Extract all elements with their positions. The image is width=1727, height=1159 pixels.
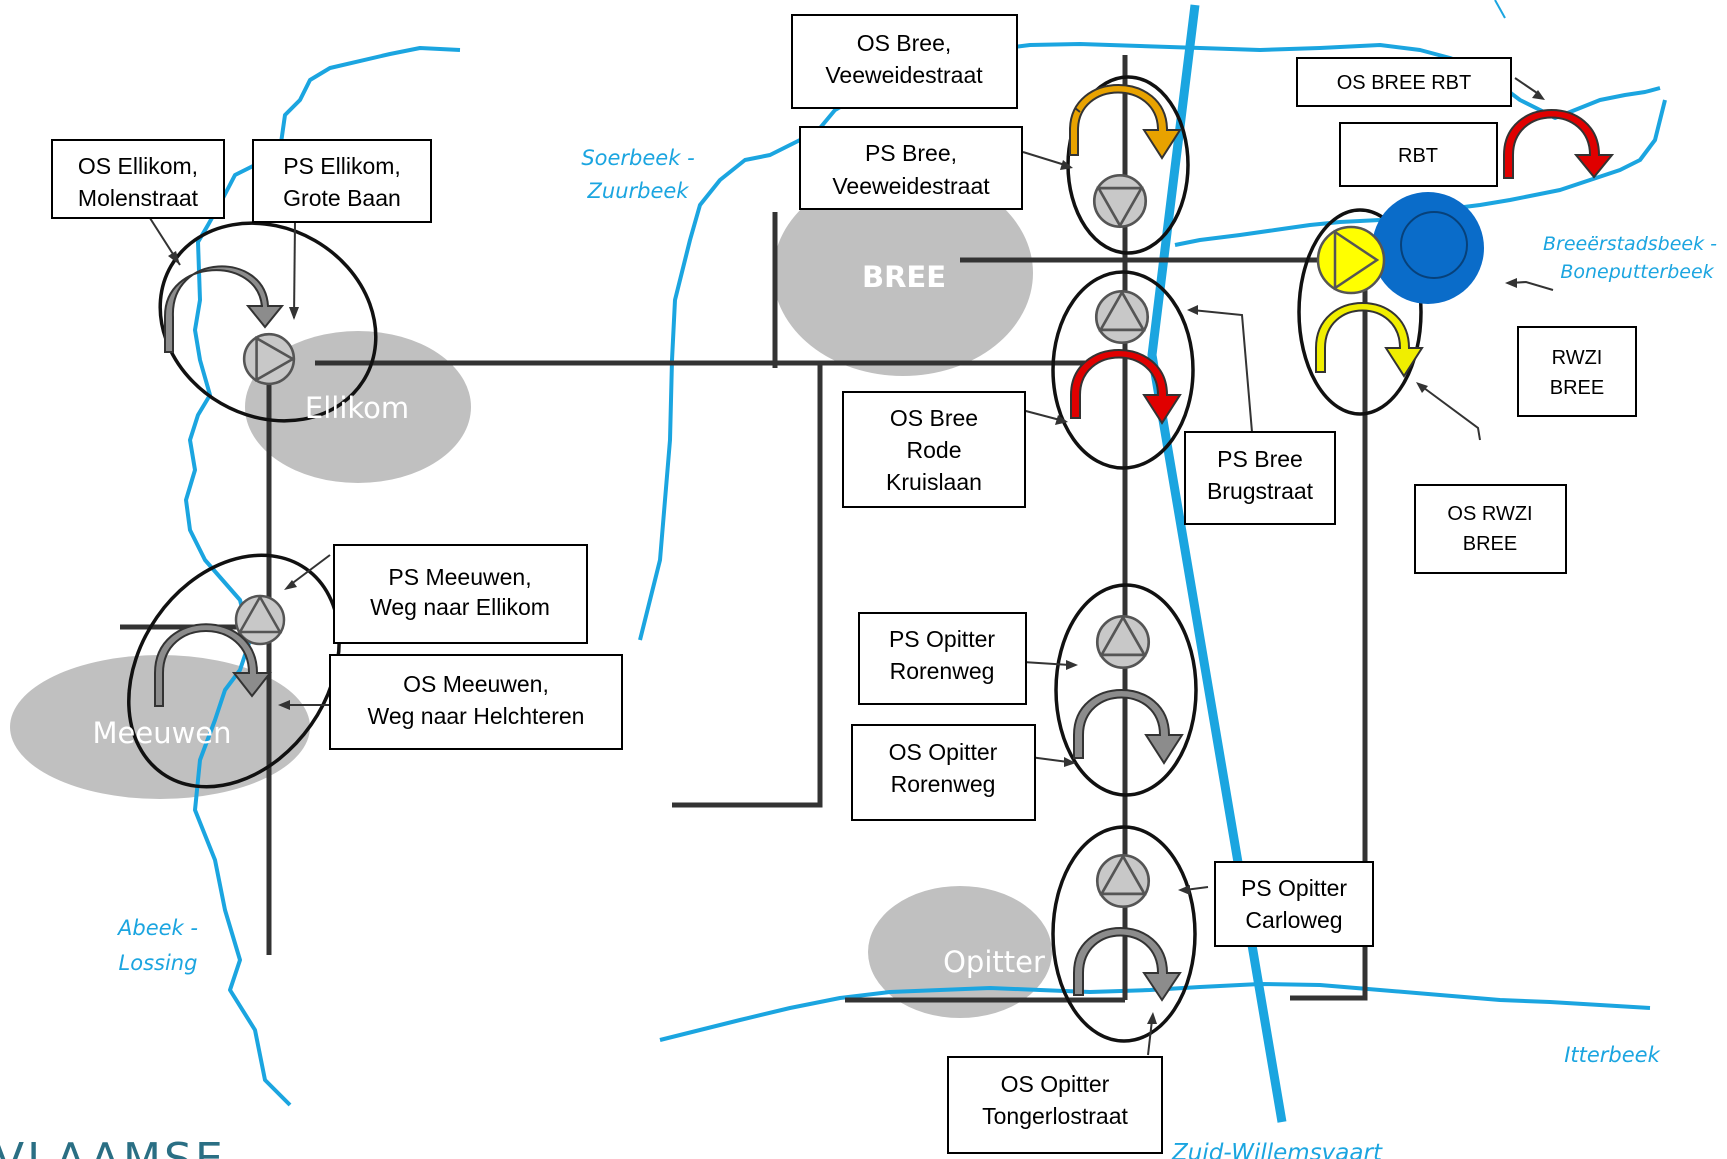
svg-text:PS Opitter: PS Opitter xyxy=(1241,875,1347,901)
svg-text:Kruislaan: Kruislaan xyxy=(886,469,982,495)
pump-ps-ellikom xyxy=(242,332,296,386)
pump-ps-opitter-roren xyxy=(1095,614,1151,670)
svg-text:BREE: BREE xyxy=(1550,377,1604,399)
overflow-os-opitter-roren-icon xyxy=(1073,689,1184,765)
ring-ellikom xyxy=(158,221,378,423)
label-ps-bree-brugstraat: PS Bree Brugstraat xyxy=(1184,431,1336,525)
town-meeuwen xyxy=(10,655,310,799)
pump-ps-meeuwen xyxy=(234,594,286,646)
overflow-os-meeuwen-icon xyxy=(154,623,273,707)
river-itterbeek xyxy=(659,982,1651,1042)
svg-text:OS Meeuwen,: OS Meeuwen, xyxy=(403,671,549,697)
river-corner-stub xyxy=(1494,0,1506,19)
svg-text:Brugstraat: Brugstraat xyxy=(1207,478,1314,504)
svg-text:Weg naar Ellikom: Weg naar Ellikom xyxy=(370,594,550,620)
leader-lines xyxy=(147,77,1554,1056)
svg-text:Grote Baan: Grote Baan xyxy=(283,185,401,211)
river-label-soerbeek: Soerbeek - xyxy=(581,146,694,170)
pump-ps-opitter-carlo xyxy=(1095,853,1151,909)
svg-text:PS Bree,: PS Bree, xyxy=(865,140,957,166)
river-label-boneputterbeek: Boneputterbeek xyxy=(1560,261,1714,283)
overflow-os-bree-rode-icon xyxy=(1070,349,1182,425)
ring-rwzi xyxy=(1297,208,1423,416)
ring-meeuwen xyxy=(127,553,341,789)
svg-text:OS Bree,: OS Bree, xyxy=(857,30,952,56)
town-opitter xyxy=(868,886,1052,1018)
svg-text:Rorenweg: Rorenweg xyxy=(891,771,996,797)
river-label-lossing: Lossing xyxy=(119,951,198,975)
svg-text:Weg naar Helchteren: Weg naar Helchteren xyxy=(368,703,585,729)
overflow-os-bree-rbt-icon xyxy=(1503,109,1615,179)
label-ps-bree-veeweide: PS Bree, Veeweidestraat xyxy=(799,126,1023,210)
label-os-bree-veeweide: OS Bree, Veeweidestraat xyxy=(791,14,1018,109)
svg-text:RBT: RBT xyxy=(1398,145,1438,167)
svg-text:BREE: BREE xyxy=(1463,533,1517,555)
svg-text:Tongerlostraat: Tongerlostraat xyxy=(982,1103,1128,1129)
logo-vlaamse: VLAAMSE xyxy=(0,1134,226,1159)
svg-text:PS Meeuwen,: PS Meeuwen, xyxy=(388,564,531,590)
overflow-os-ellikom-icon xyxy=(164,265,285,353)
label-ps-opitter-carloweg: PS Opitter Carloweg xyxy=(1214,861,1374,947)
label-os-opitter-rorenweg: OS Opitter Rorenweg xyxy=(851,724,1036,821)
label-rbt: RBT xyxy=(1339,122,1498,187)
svg-text:RWZI: RWZI xyxy=(1552,347,1603,369)
river-label-itterbeek: Itterbeek xyxy=(1564,1043,1660,1067)
svg-text:OS Opitter: OS Opitter xyxy=(889,739,998,765)
town-ellikom xyxy=(245,331,471,483)
svg-text:OS Ellikom,: OS Ellikom, xyxy=(78,153,198,179)
town-bree xyxy=(773,170,1033,376)
svg-text:Veeweidestraat: Veeweidestraat xyxy=(832,173,990,199)
river-label-zuurbeek: Zuurbeek xyxy=(587,179,690,203)
svg-text:Rorenweg: Rorenweg xyxy=(890,658,995,684)
label-os-ellikom: OS Ellikom, Molenstraat xyxy=(51,139,225,219)
river-label-zuid-willemsvaart: Zuid-Willemsvaart xyxy=(1171,1140,1383,1159)
label-os-bree-rbt: OS BREE RBT xyxy=(1296,57,1512,107)
svg-text:OS Bree: OS Bree xyxy=(890,405,978,431)
town-label-opitter: Opitter xyxy=(943,945,1045,979)
river-label-breeerstadsbeek: Breeërstadsbeek - xyxy=(1543,233,1717,255)
pump-ps-bree-brug xyxy=(1094,289,1150,345)
svg-text:PS Opitter: PS Opitter xyxy=(889,626,995,652)
ring-bree-brug xyxy=(1051,270,1195,470)
canal-zuid-willemsvaart xyxy=(1147,4,1287,1123)
pump-ps-bree-veeweide xyxy=(1092,173,1148,229)
svg-text:OS Opitter: OS Opitter xyxy=(1001,1071,1110,1097)
town-label-meeuwen: Meeuwen xyxy=(92,716,231,750)
label-ps-ellikom: PS Ellikom, Grote Baan xyxy=(252,139,432,223)
town-label-bree: BREE xyxy=(862,260,946,294)
label-os-rwzi-bree: OS RWZI BREE xyxy=(1414,484,1567,574)
pump-rwzi-yellow xyxy=(1316,225,1386,295)
label-rwzi-bree: RWZI BREE xyxy=(1517,326,1637,417)
svg-text:OS RWZI: OS RWZI xyxy=(1447,503,1532,525)
town-label-ellikom: Ellikom xyxy=(305,391,409,425)
svg-text:Molenstraat: Molenstraat xyxy=(78,185,199,211)
label-os-bree-rode-kruislaan: OS Bree Rode Kruislaan xyxy=(842,391,1026,508)
ring-opitter-carlo xyxy=(1051,825,1197,1043)
label-ps-opitter-rorenweg: PS Opitter Rorenweg xyxy=(858,612,1027,705)
overflow-os-rwzi-icon xyxy=(1315,302,1424,378)
river-abeek xyxy=(184,46,461,1107)
svg-text:OS BREE RBT: OS BREE RBT xyxy=(1337,72,1471,94)
overflow-os-opitter-tonger-icon xyxy=(1073,927,1182,1002)
overflow-os-bree-veeweide-icon xyxy=(1069,84,1182,160)
svg-text:Carloweg: Carloweg xyxy=(1245,907,1342,933)
label-os-meeuwen: OS Meeuwen, Weg naar Helchteren xyxy=(329,654,623,750)
label-os-opitter-tongerlostraat: OS Opitter Tongerlostraat xyxy=(947,1056,1163,1154)
river-label-abeek: Abeek - xyxy=(116,916,198,940)
ring-opitter-roren xyxy=(1054,583,1198,797)
svg-text:Veeweidestraat: Veeweidestraat xyxy=(825,62,983,88)
svg-text:PS Bree: PS Bree xyxy=(1217,446,1303,472)
label-ps-meeuwen: PS Meeuwen, Weg naar Ellikom xyxy=(333,544,588,644)
svg-text:Rode: Rode xyxy=(907,437,962,463)
svg-text:PS Ellikom,: PS Ellikom, xyxy=(283,153,401,179)
